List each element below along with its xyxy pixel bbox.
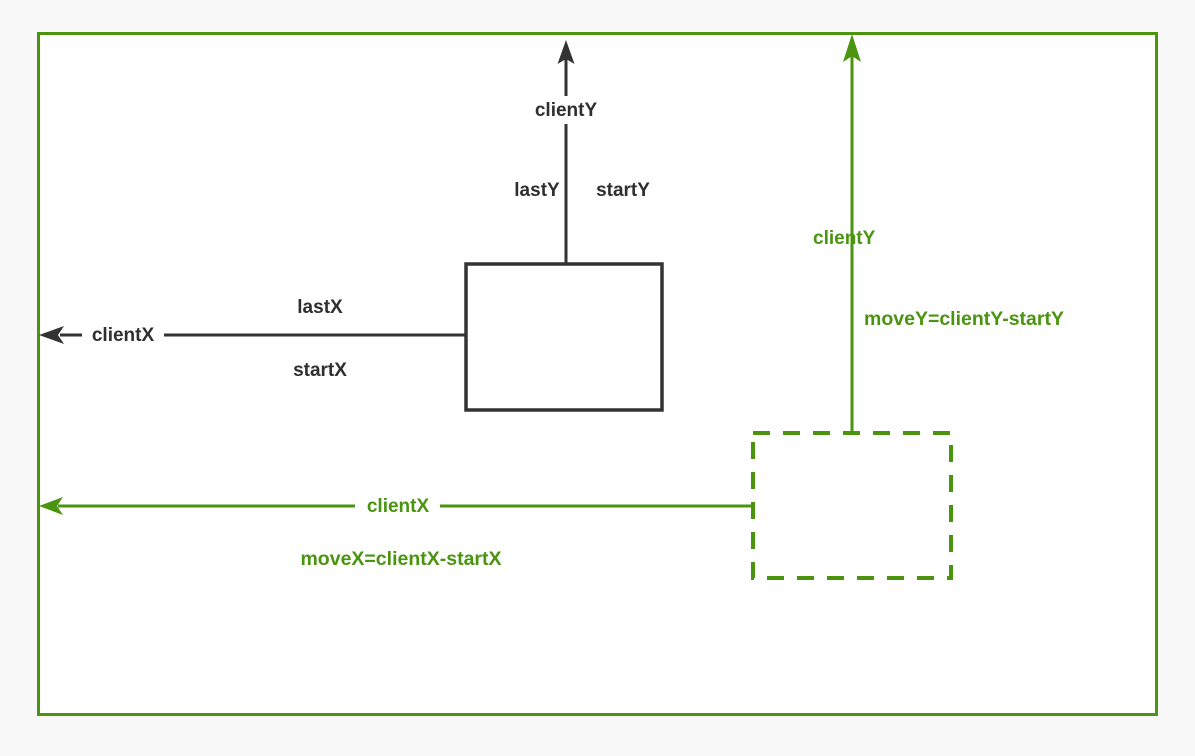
label-client-x-black: clientX — [92, 325, 155, 346]
client-x-black-label-mask — [82, 322, 164, 349]
label-move-y: moveY=clientY-startY — [864, 308, 1064, 330]
client-x-green-arrowhead — [39, 497, 63, 515]
client-y-black-label-mask — [518, 96, 614, 124]
client-x-black-arrowhead — [39, 326, 64, 344]
client-y-black-arrowhead — [557, 40, 575, 64]
label-client-y-green: clientY — [813, 228, 876, 249]
label-last-y: lastY — [514, 180, 560, 201]
client-y-green-arrowhead — [843, 34, 861, 62]
label-move-x: moveX=clientX-startX — [300, 548, 501, 570]
element-start-position — [464, 262, 664, 412]
element-moved-position — [751, 431, 953, 580]
label-start-x: startX — [293, 360, 347, 381]
label-client-x-green: clientX — [367, 496, 430, 517]
label-client-y-black: clientY — [535, 100, 598, 121]
client-x-green-label-mask — [355, 493, 440, 520]
label-last-x: lastX — [297, 297, 343, 318]
label-start-y: startY — [596, 180, 650, 201]
